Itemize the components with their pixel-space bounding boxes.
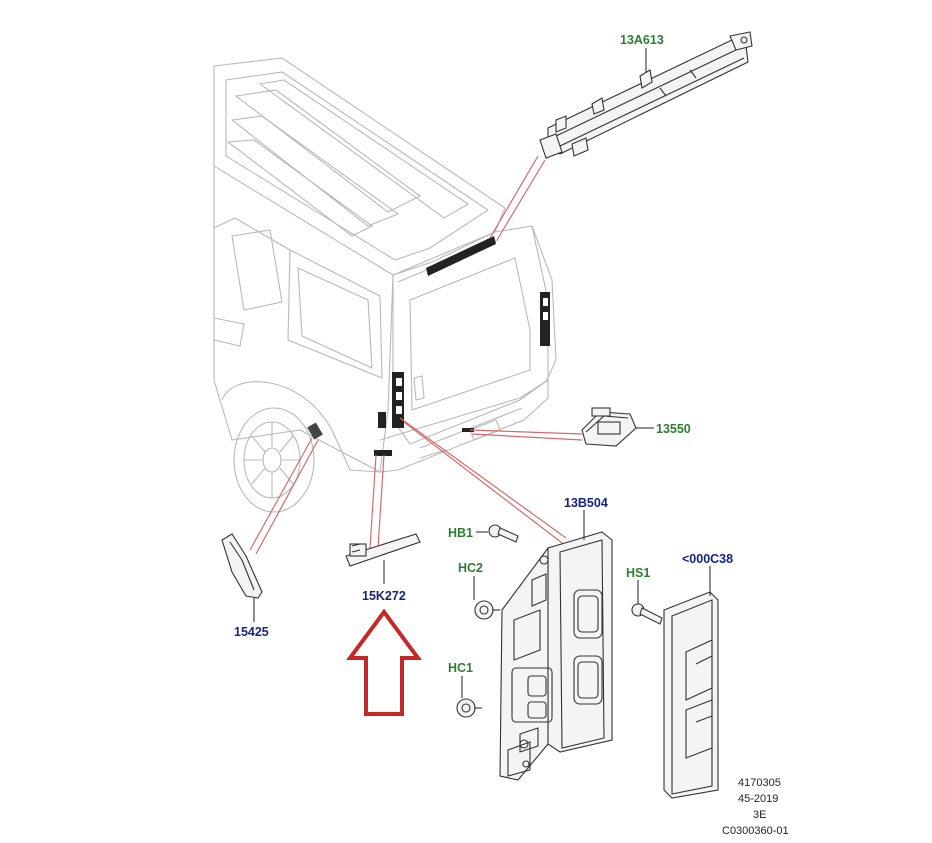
side-marker-lamp-part [221, 533, 263, 599]
label-hc2: HC2 [458, 561, 483, 575]
label-15425: 15425 [234, 625, 269, 639]
label-hc1: HC1 [448, 661, 473, 675]
vehicle-outline [213, 57, 557, 513]
license-plate-lamp-part [581, 407, 637, 447]
bolt-hb1-part [488, 524, 519, 543]
label-13a613: 13A613 [620, 33, 664, 47]
clip-hc1-part [456, 698, 482, 718]
tail-lamp-assembly-part [499, 531, 613, 781]
tail-lamp-cover-part [663, 591, 719, 799]
callout-lines [249, 155, 583, 555]
reference-line-3: 3E [753, 809, 766, 821]
reference-line-4: C0300360-01 [722, 825, 789, 837]
label-000c38: <000C38 [682, 552, 733, 566]
vehicle-lamp-locations [307, 236, 550, 456]
center-high-mount-stop-lamp-part [539, 31, 753, 159]
label-hb1: HB1 [448, 526, 473, 540]
reference-line-2: 45-2019 [738, 793, 778, 805]
reference-line-1: 4170305 [738, 777, 781, 789]
clip-hc2-part [474, 600, 500, 620]
label-13b504: 13B504 [564, 496, 608, 510]
screw-hs1-part [631, 603, 663, 625]
label-13550: 13550 [656, 422, 691, 436]
label-15k272: 15K272 [362, 589, 406, 603]
label-hs1: HS1 [626, 566, 650, 580]
rear-reflector-part [345, 533, 421, 567]
up-arrow-outline-icon [346, 608, 422, 716]
